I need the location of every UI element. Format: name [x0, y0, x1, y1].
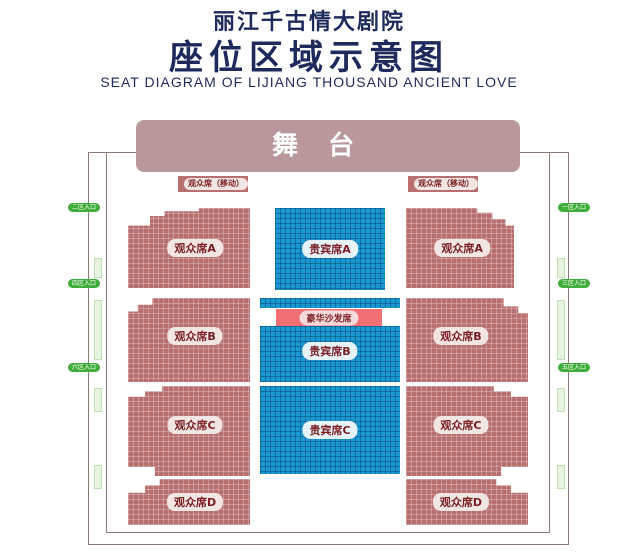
aisle-stairs — [94, 388, 102, 412]
section-left-c-label: 观众席C — [167, 415, 223, 434]
aisle-stairs — [557, 300, 565, 360]
section-left-b[interactable]: 观众席B — [128, 298, 250, 382]
section-left-a-label: 观众席A — [167, 239, 223, 257]
entrance-4[interactable]: 四区入口 — [68, 279, 101, 288]
section-vip-b[interactable]: 贵宾席B — [260, 326, 400, 382]
section-right-c[interactable]: 观众席C — [406, 386, 528, 476]
section-right-a[interactable]: 观众席A — [406, 208, 514, 288]
aisle-stairs — [557, 465, 565, 489]
aisle-stairs — [94, 465, 102, 489]
mobile-seats-right[interactable]: 观众席（移动） — [408, 176, 478, 192]
section-left-c[interactable]: 观众席C — [128, 386, 250, 476]
aisle-stairs — [557, 258, 565, 278]
outer-wall-right — [568, 152, 569, 544]
entrance-1[interactable]: 一区入口 — [558, 203, 591, 212]
section-right-d-label: 观众席D — [432, 493, 489, 511]
outer-wall-left — [88, 152, 89, 544]
outer-wall-top-left — [88, 152, 136, 153]
inner-wall-left — [106, 152, 107, 533]
section-right-b-label: 观众席B — [433, 326, 489, 345]
section-vip-c[interactable]: 贵宾席C — [260, 386, 400, 474]
vip-row-front[interactable] — [260, 298, 400, 308]
section-right-d[interactable]: 观众席D — [406, 479, 528, 525]
diagram-title-en: SEAT DIAGRAM OF LIJIANG THOUSAND ANCIENT… — [100, 74, 518, 90]
mobile-seats-right-label: 观众席（移动） — [414, 178, 478, 190]
outer-wall-top-right — [520, 152, 568, 153]
theater-name: 丽江千古情大剧院 — [212, 9, 405, 35]
inner-wall-right — [549, 152, 550, 533]
entrance-3[interactable]: 三区入口 — [558, 279, 591, 288]
diagram-title: 座位区域示意图 — [169, 38, 449, 78]
mobile-seats-left-label: 观众席（移动） — [184, 178, 248, 190]
inner-wall-bottom — [106, 532, 550, 533]
section-vip-a-label: 贵宾席A — [302, 240, 358, 258]
section-right-c-label: 观众席C — [433, 415, 489, 434]
aisle-stairs — [94, 258, 102, 278]
section-luxury-sofa[interactable]: 豪华沙发席 — [276, 309, 382, 326]
section-right-a-label: 观众席A — [434, 239, 490, 257]
aisle-stairs — [94, 300, 102, 360]
section-vip-a[interactable]: 贵宾席A — [275, 208, 385, 290]
section-left-a[interactable]: 观众席A — [128, 208, 250, 288]
section-right-b[interactable]: 观众席B — [406, 298, 528, 382]
section-vip-b-label: 贵宾席B — [302, 342, 358, 361]
aisle-stairs — [557, 388, 565, 412]
section-left-d-label: 观众席D — [167, 493, 224, 511]
entrance-5[interactable]: 五区入口 — [558, 363, 591, 372]
mobile-seats-left[interactable]: 观众席（移动） — [178, 176, 248, 192]
section-vip-c-label: 贵宾席C — [302, 421, 358, 439]
outer-wall-bottom — [88, 544, 569, 545]
entrance-6[interactable]: 六区入口 — [68, 363, 101, 372]
section-left-d[interactable]: 观众席D — [128, 479, 250, 525]
section-luxury-sofa-label: 豪华沙发席 — [299, 310, 359, 325]
section-left-b-label: 观众席B — [167, 326, 223, 345]
entrance-2[interactable]: 二区入口 — [68, 203, 101, 212]
stage: 舞台 — [136, 120, 520, 172]
